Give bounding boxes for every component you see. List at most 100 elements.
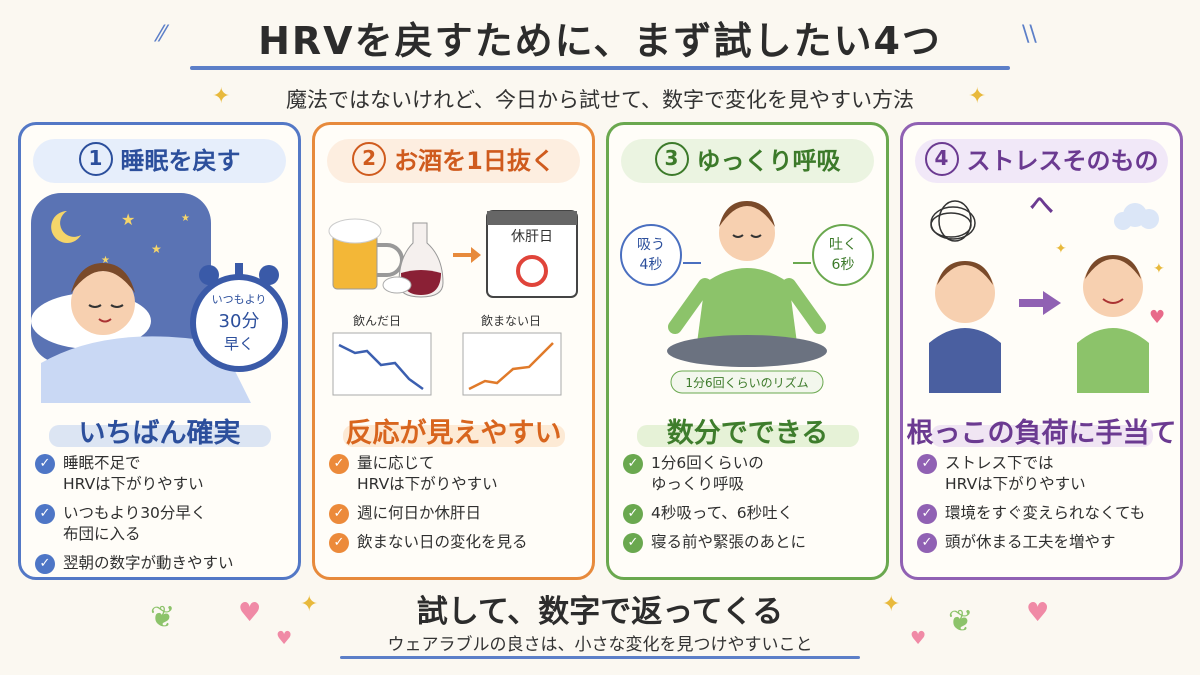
check-icon: ✓	[623, 454, 643, 474]
checklist: ✓睡眠不足で HRVは下がりやすい ✓いつもより30分早く 布団に入る ✓翌朝の…	[35, 453, 290, 582]
card-tagline: 根っこの負荷に手当て	[906, 418, 1177, 449]
list-item: ✓寝る前や緊張のあとに	[623, 532, 878, 553]
star-icon: ★	[181, 213, 190, 224]
leaf-icon: ❦	[948, 604, 974, 639]
inhale-line-1: 吸う	[637, 237, 665, 253]
sparkle-icon: ✦	[212, 84, 231, 109]
meditating-face	[719, 205, 775, 261]
page-title: HRVを戻すために、まず試したい4つ	[258, 19, 942, 63]
list-item: ✓頭が休まる工夫を増やす	[917, 532, 1172, 553]
worried-face	[935, 263, 995, 323]
tagline-highlight	[931, 425, 1153, 447]
step-number: 3	[654, 142, 689, 176]
calendar-label: 休肝日	[511, 229, 553, 245]
exhale-line-2: 6秒	[832, 257, 855, 273]
cloud-icon	[1114, 203, 1159, 230]
bottom-subtitle: ウェアラブルの良さは、小さな変化を見つけやすいこと	[387, 635, 813, 655]
card-heading-text: ゆっくり呼吸	[696, 147, 841, 175]
happy-face	[1083, 257, 1143, 317]
sparkle-icon: ✦	[1153, 261, 1165, 277]
list-item: ✓環境をすぐ変えられなくても	[917, 503, 1172, 524]
card-heading-text: 睡眠を戻す	[120, 147, 241, 175]
heart-icon: ♥	[238, 598, 262, 628]
sparkle-icon: ✦	[968, 84, 987, 109]
happy-body	[1077, 328, 1149, 393]
exhale-line-1: 吐く	[829, 237, 857, 253]
check-icon: ✓	[917, 533, 937, 553]
card-heading-text: ストレスそのものへ	[966, 147, 1159, 219]
left-dash-icon: ⁄⁄	[158, 22, 166, 47]
legs	[667, 335, 827, 367]
heart-icon: ♥	[276, 628, 293, 649]
scribble-icon	[930, 200, 976, 242]
sparkle-icon: ✦	[300, 592, 319, 617]
inhale-line-2: 4秒	[640, 257, 663, 273]
hair	[71, 263, 135, 293]
checklist: ✓ストレス下では HRVは下がりやすい ✓環境をすぐ変えられなくても ✓頭が休ま…	[917, 453, 1172, 561]
check-icon: ✓	[329, 533, 349, 553]
star-icon: ★	[151, 242, 162, 256]
card-heading-text: お酒を1日抜く	[394, 147, 555, 175]
up-chart	[462, 332, 562, 396]
sleep-illustration: ★ ★ ★ ★ いつもより 30分 早く	[31, 193, 288, 408]
blanket	[41, 336, 251, 403]
tagline-highlight	[637, 425, 859, 447]
check-icon: ✓	[623, 504, 643, 524]
star-icon: ★	[101, 255, 110, 266]
step-number: 4	[924, 142, 959, 176]
rhythm-label: 1分6回くらいのリズム	[685, 375, 808, 390]
sparkle-icon: ✦	[1055, 241, 1067, 257]
inhale-bubble: 吸う 4秒	[620, 224, 682, 286]
sparkle-icon: ✦	[882, 592, 901, 617]
list-item: ✓量に応じて HRVは下がりやすい	[329, 453, 584, 495]
breathing-illustration: 吸う 4秒 吐く 6秒 1分6回くらいのリズム	[619, 193, 876, 408]
check-icon: ✓	[35, 504, 55, 524]
check-icon: ✓	[917, 504, 937, 524]
moon-icon	[51, 211, 81, 243]
alarm-clock-icon: いつもより 30分 早く	[190, 263, 288, 372]
check-icon: ✓	[917, 454, 937, 474]
step-number: 1	[78, 142, 113, 176]
card-tagline: いちばん確実	[78, 418, 241, 449]
list-item: ✓いつもより30分早く 布団に入る	[35, 503, 290, 545]
check-icon: ✓	[329, 504, 349, 524]
list-item: ✓4秒吸って、6秒吐く	[623, 503, 878, 524]
check-icon: ✓	[623, 533, 643, 553]
list-item: ✓1分6回くらいの ゆっくり呼吸	[623, 453, 878, 495]
check-icon: ✓	[329, 454, 349, 474]
checklist: ✓1分6回くらいの ゆっくり呼吸 ✓4秒吸って、6秒吐く ✓寝る前や緊張のあとに	[623, 453, 878, 561]
step-number: 2	[352, 142, 387, 176]
card-tagline: 反応が見えやすい	[345, 418, 562, 449]
stress-illustration: ✦ ✦ ♥	[913, 193, 1170, 408]
chart-left-label: 飲んだ日	[353, 313, 401, 328]
checklist: ✓量に応じて HRVは下がりやすい ✓週に何日か休肝日 ✓飲まない日の変化を見る	[329, 453, 584, 561]
chart-right-label: 飲まない日	[481, 313, 541, 328]
sleeping-face	[71, 271, 135, 335]
alcohol-illustration: 休肝日 飲んだ日 飲まない日	[325, 193, 582, 408]
card-tagline: 数分でできる	[666, 418, 829, 449]
star-icon: ★	[121, 210, 135, 229]
exhale-bubble: 吐く 6秒	[812, 224, 874, 286]
list-item: ✓飲まない日の変化を見る	[329, 532, 584, 553]
body	[697, 268, 797, 343]
wine-icon	[382, 222, 444, 298]
tagline-highlight	[49, 425, 271, 447]
bottom-underline	[340, 656, 860, 659]
heart-icon: ♥	[1026, 598, 1050, 628]
check-icon: ✓	[35, 554, 55, 574]
right-dash-icon: \\	[1022, 22, 1037, 47]
list-item: ✓ストレス下では HRVは下がりやすい	[917, 453, 1172, 495]
clock-line-3: 早く	[224, 335, 254, 353]
calendar-icon: 休肝日	[486, 210, 578, 298]
list-item: ✓翌朝の数字が動きやすい	[35, 553, 290, 574]
page-subtitle: 魔法ではないけれど、今日から試せて、数字で変化を見やすい方法	[286, 88, 914, 112]
clock-line-2: 30分	[219, 311, 260, 332]
